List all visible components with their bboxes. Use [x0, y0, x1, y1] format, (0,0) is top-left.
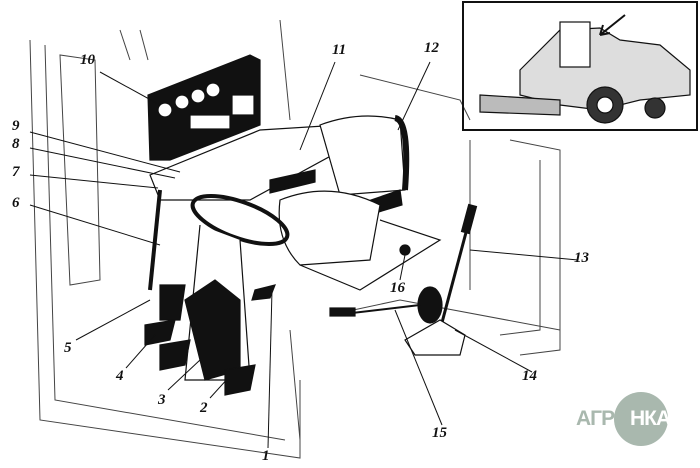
callout-4: 4	[116, 368, 124, 384]
seat	[269, 115, 442, 291]
callout-7: 7	[12, 164, 20, 180]
logo-text-left: АГРО	[576, 407, 630, 430]
callout-1: 1	[262, 448, 270, 464]
callout-15: 15	[432, 425, 447, 441]
callout-16: 16	[390, 280, 405, 296]
logo-circle	[614, 392, 668, 446]
logo-text-right: НКА	[630, 407, 671, 430]
steering-wheel	[148, 189, 290, 381]
callout-12: 12	[424, 40, 439, 56]
callout-3: 3	[158, 392, 166, 408]
callout-13: 13	[574, 250, 589, 266]
cabin-frame	[29, 19, 561, 459]
callout-9: 9	[12, 118, 20, 134]
callout-10: 10	[80, 52, 95, 68]
callout-8: 8	[12, 136, 20, 152]
pedals	[144, 284, 276, 396]
combine-inset	[462, 1, 698, 131]
instrument-panel	[147, 54, 362, 201]
agronka-logo: АГРО НКА	[572, 392, 682, 446]
callout-2: 2	[200, 400, 208, 416]
callout-11: 11	[332, 42, 347, 58]
callout-5: 5	[64, 340, 72, 356]
callout-6: 6	[12, 195, 20, 211]
callout-14: 14	[522, 368, 537, 384]
leader-lines	[29, 61, 579, 449]
levers	[329, 203, 478, 356]
